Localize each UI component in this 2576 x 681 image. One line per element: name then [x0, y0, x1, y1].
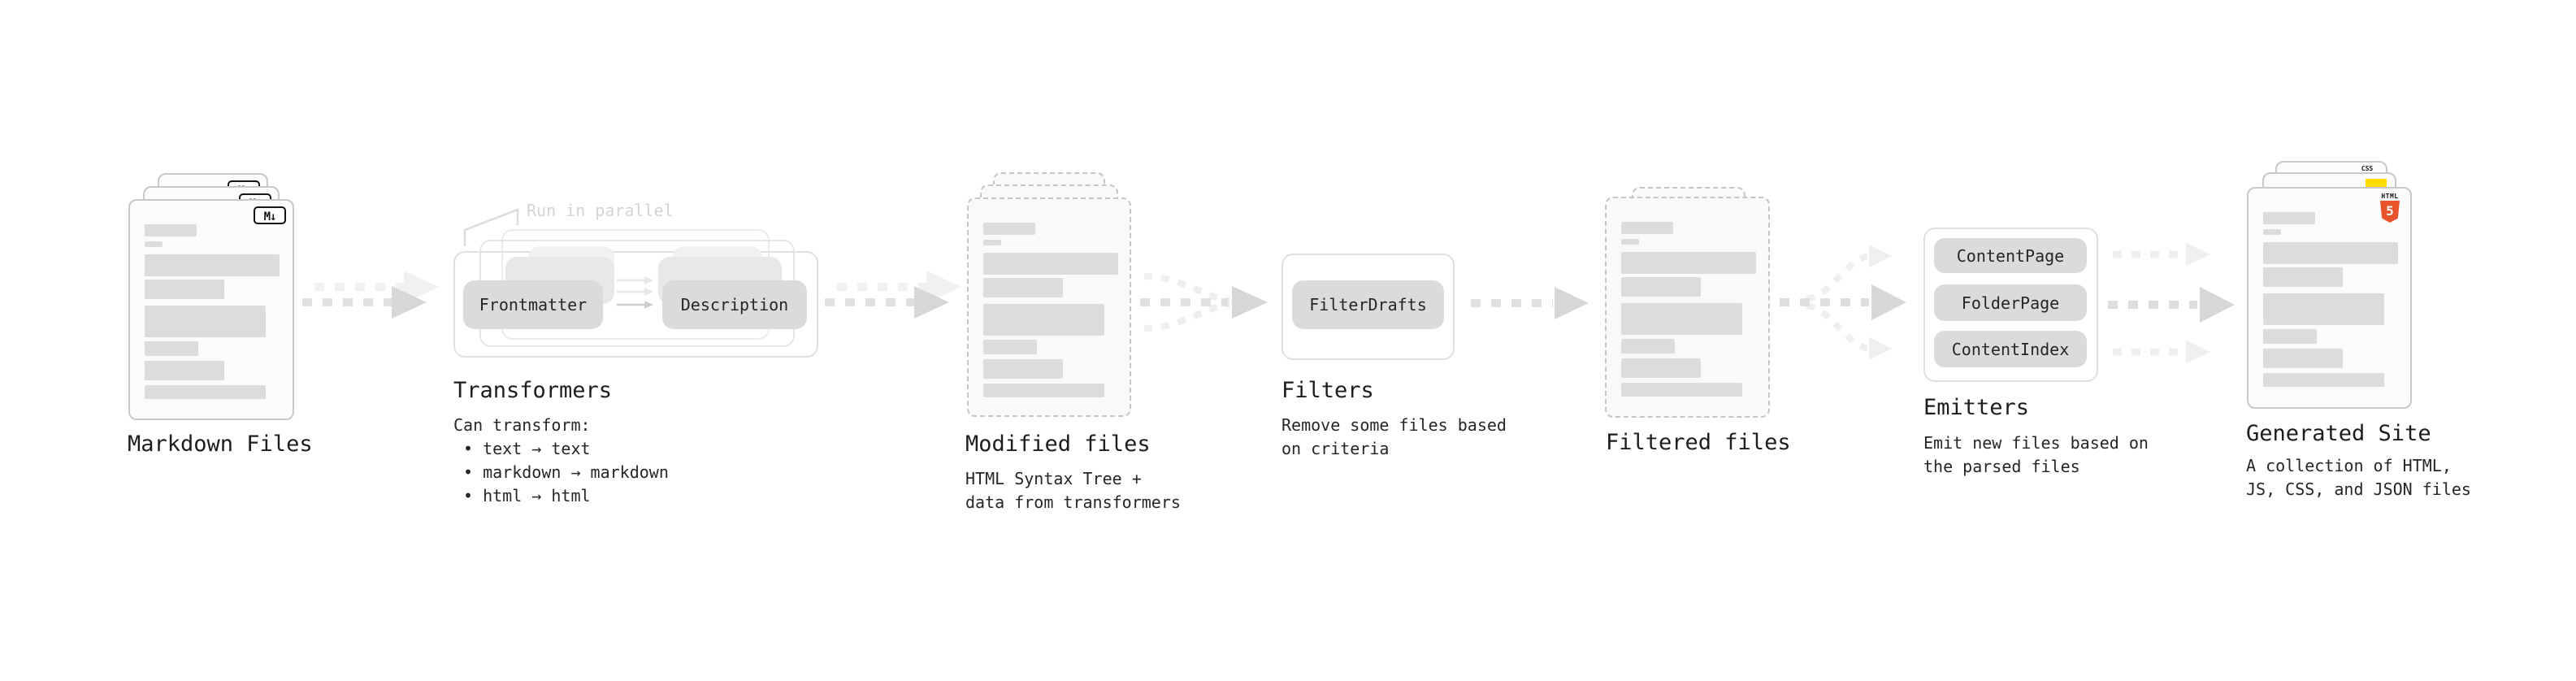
arrow-filters-to-filtered — [1471, 287, 1589, 319]
parallel-leader-line — [463, 208, 519, 246]
skeleton-line — [983, 304, 1104, 336]
emitter-pill-contentpage: ContentPage — [1934, 238, 2087, 273]
arrow-markdown-to-transformers — [302, 271, 439, 319]
skeleton-line — [145, 254, 280, 276]
generated-file-card-html: HTML 5 — [2247, 187, 2412, 409]
modified-files-desc-line: HTML Syntax Tree + — [965, 469, 1142, 488]
generated-site-desc-line: A collection of HTML, — [2246, 456, 2452, 475]
emitters-desc-line: Emit new files based on — [1923, 433, 2149, 453]
transformers-description: Can transform: • text → text • markdown … — [453, 414, 669, 508]
skeleton-line — [145, 385, 266, 399]
emitters-title: Emitters — [1923, 395, 2030, 420]
skeleton-line — [2263, 212, 2315, 224]
emitters-box — [1923, 228, 2098, 382]
skeleton-line — [1621, 239, 1639, 245]
skeleton-line — [1621, 383, 1742, 397]
html5-icon: HTML 5 — [2378, 193, 2402, 223]
generated-site-description: A collection of HTML, JS, CSS, and JSON … — [2246, 454, 2471, 501]
generated-site-desc-line: JS, CSS, and JSON files — [2246, 479, 2471, 499]
skeleton-line — [983, 340, 1037, 354]
transformer-pill-frontmatter: Frontmatter — [463, 280, 603, 329]
transformers-bullet: • text → text — [463, 439, 591, 458]
html5-icon-number: 5 — [2386, 203, 2394, 219]
filtered-file-card-front — [1605, 197, 1770, 418]
skeleton-line — [983, 223, 1035, 235]
emitters-description: Emit new files based on the parsed files — [1923, 432, 2149, 479]
skeleton-line — [1621, 222, 1673, 234]
emitters-desc-line: the parsed files — [1923, 457, 2080, 476]
skeleton-line — [1621, 358, 1701, 378]
skeleton-line — [145, 241, 163, 247]
skeleton-line — [1621, 303, 1742, 335]
skeleton-line — [983, 240, 1001, 245]
emitter-pill-folderpage: FolderPage — [1934, 284, 2087, 321]
markdown-file-card-front: M↓ — [128, 199, 294, 420]
skeleton-line — [1621, 339, 1675, 354]
arrow-modified-to-filters — [1140, 273, 1268, 332]
filters-desc-line: on criteria — [1281, 439, 1390, 458]
skeleton-line — [2263, 242, 2398, 264]
css-icon-label: CSS — [2361, 165, 2374, 172]
skeleton-line — [983, 359, 1063, 379]
skeleton-line — [983, 253, 1118, 275]
markdown-icon: M↓ — [254, 206, 286, 224]
html5-icon-shield: 5 — [2380, 201, 2400, 223]
transformers-title: Transformers — [453, 378, 613, 403]
parallel-note: Run in parallel — [527, 201, 674, 220]
skeleton-line — [145, 224, 197, 236]
arrow-filtered-to-emitters — [1780, 245, 1906, 360]
skeleton-line — [2263, 329, 2317, 344]
arrow-emitters-to-generated — [2108, 243, 2235, 363]
modified-file-card-front — [967, 197, 1131, 417]
skeleton-line — [2263, 373, 2384, 387]
modified-files-desc-line: data from transformers — [965, 492, 1181, 512]
filtered-files-title: Filtered files — [1606, 430, 1791, 455]
skeleton-line — [983, 278, 1063, 297]
skeleton-line — [2263, 349, 2343, 368]
transformers-bullet: • markdown → markdown — [463, 462, 669, 482]
markdown-files-title: Markdown Files — [128, 432, 313, 457]
skeleton-line — [2263, 293, 2384, 325]
emitter-pill-contentindex: ContentIndex — [1934, 331, 2087, 367]
arrow-transformers-to-modified — [825, 271, 961, 319]
skeleton-line — [145, 361, 224, 380]
js-icon — [2366, 179, 2387, 189]
transformers-desc-heading: Can transform: — [453, 415, 591, 435]
modified-files-description: HTML Syntax Tree + data from transformer… — [965, 467, 1181, 514]
filters-box — [1281, 254, 1455, 360]
filters-title: Filters — [1281, 378, 1374, 403]
modified-files-title: Modified files — [965, 432, 1151, 457]
filter-pill-filterdrafts: FilterDrafts — [1292, 280, 1444, 329]
skeleton-line — [1621, 277, 1701, 297]
html5-icon-label: HTML — [2381, 193, 2399, 200]
skeleton-line — [1621, 252, 1756, 274]
skeleton-line — [2263, 229, 2281, 235]
filters-description: Remove some files based on criteria — [1281, 414, 1507, 461]
transformers-bullet: • html → html — [463, 486, 591, 505]
skeleton-line — [145, 280, 224, 299]
skeleton-line — [145, 341, 198, 356]
skeleton-line — [145, 306, 266, 337]
transformer-pill-description: Description — [662, 280, 807, 329]
generated-site-title: Generated Site — [2246, 421, 2431, 446]
filters-desc-line: Remove some files based — [1281, 415, 1507, 435]
skeleton-line — [983, 384, 1104, 397]
parallel-arrows-icon — [617, 276, 653, 309]
skeleton-line — [2263, 267, 2343, 287]
transformers-box-front — [453, 251, 818, 358]
